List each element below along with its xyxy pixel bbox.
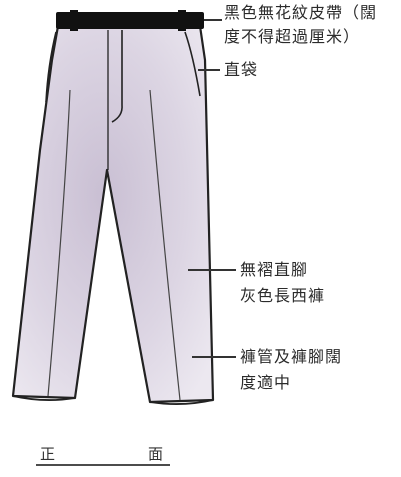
pocket-label: 直袋 [224,60,259,79]
belt-loop-left [70,10,78,31]
right-crease [149,89,181,401]
left-hem [12,395,76,401]
right-hem [149,399,214,405]
hem-label-line1: 褲管及褲腳闊 [240,347,343,366]
trousers-body [11,24,215,404]
hem-label-line2: 度適中 [240,373,292,392]
fly-line [111,30,123,123]
caption-right: 面 [148,445,164,463]
belt [56,12,204,29]
belt-label-line2: 度不得超過厘米） [224,27,361,46]
left-crease [47,89,71,397]
belt-label-line1: 黑色無花紋皮帶（闊 [224,3,378,22]
left-pocket [45,31,57,103]
pants-label-line2: 灰色長西褲 [240,286,326,305]
pants-label-line1: 無褶直腳 [240,260,309,279]
belt-loop-right [178,10,186,31]
caption-left: 正 [40,445,56,463]
right-pocket [184,31,201,97]
